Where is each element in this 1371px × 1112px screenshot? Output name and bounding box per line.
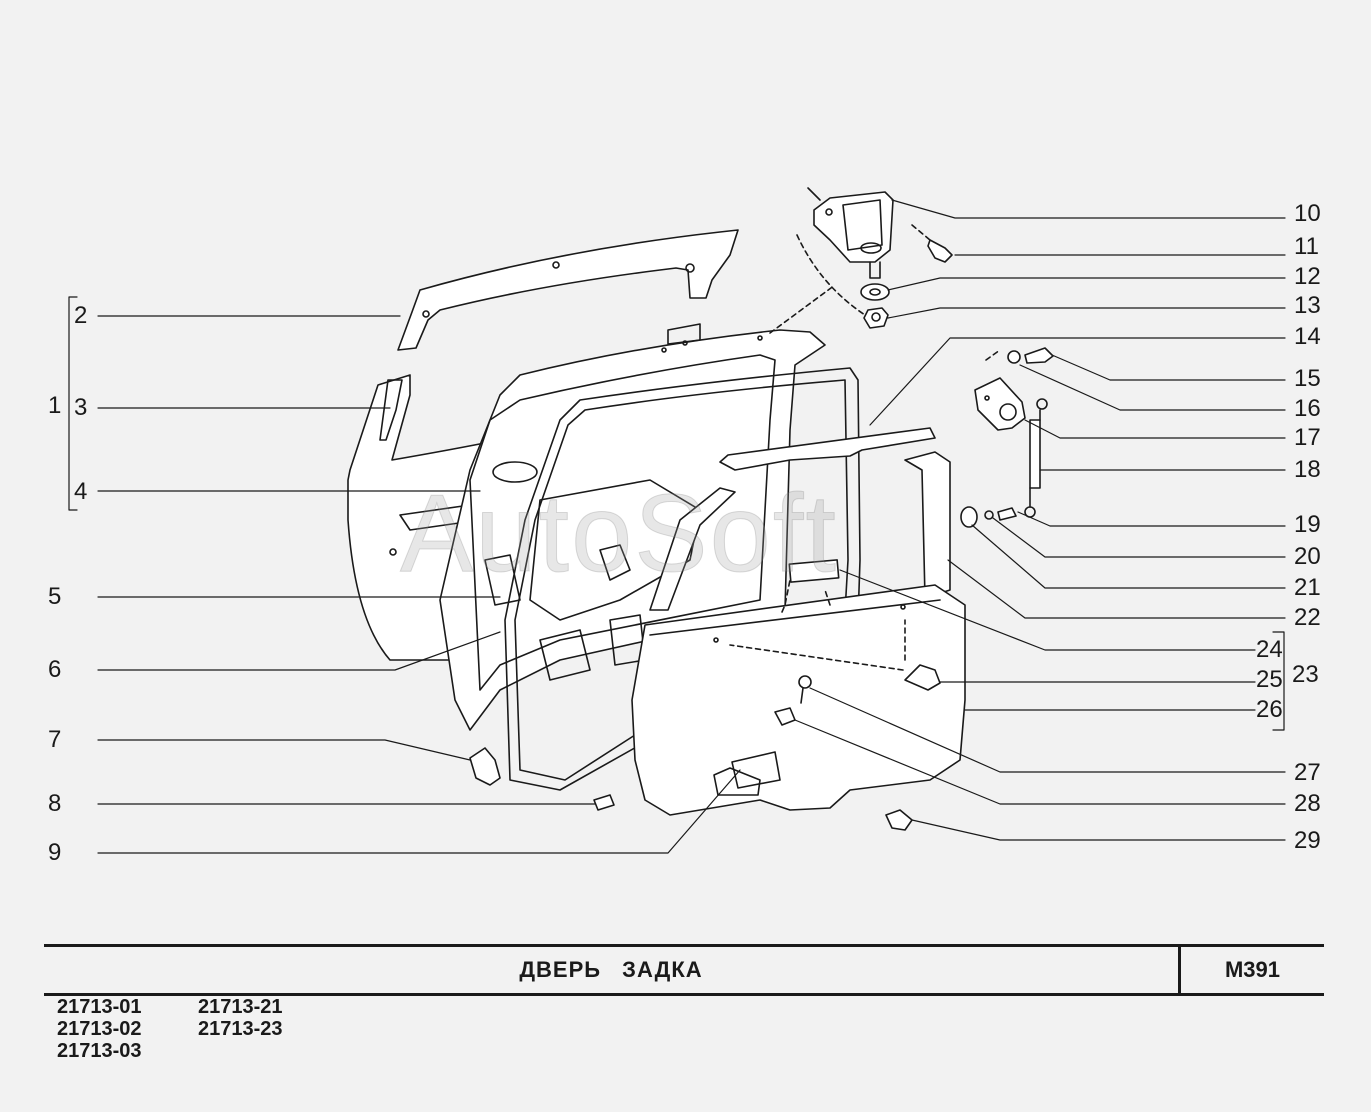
upper-trim-strip-part [719,427,936,471]
callout-14: 14 [1294,323,1321,350]
callout-27: 27 [1294,759,1321,786]
callout-20: 20 [1294,543,1321,570]
buffer-7-part [469,747,501,786]
callout-7: 7 [48,726,62,753]
callout-3: 3 [74,394,88,421]
callout-1: 1 [48,392,62,419]
bolt-15-part [1007,347,1054,364]
callout-5: 5 [48,583,62,610]
model-item: 21713-02 [57,1018,142,1040]
model-item: 21713-03 [57,1040,142,1062]
inner-trim-panel-part [631,559,966,816]
leader-lines-left [68,296,741,854]
leader-lines-right [794,199,1286,841]
bolt-11-part [927,239,953,263]
callout-10: 10 [1294,200,1321,227]
callout-8: 8 [48,790,62,817]
bracket-16-part [974,377,1026,431]
model-list-col1: 21713-01 21713-02 21713-03 [57,996,142,1062]
assembly-arrows [729,224,1001,671]
fasteners-19-21-part [960,506,1017,528]
callout-2: 2 [74,302,88,329]
spoiler-trim-part [397,229,739,351]
callout-29: 29 [1294,827,1321,854]
model-item: 21713-21 [198,996,283,1018]
callout-12: 12 [1294,263,1321,290]
washer-12-part [860,283,890,301]
title-divider [1178,947,1181,993]
watermark: AutoSoft [400,472,838,596]
callout-17: 17 [1294,424,1321,451]
callout-4: 4 [74,478,88,505]
model-list-col2: 21713-21 21713-23 [198,996,283,1040]
handle-part [713,751,781,796]
callout-24: 24 [1256,636,1283,663]
pin-8-part [593,794,615,811]
callout-25: 25 [1256,666,1283,693]
side-trim-part [649,451,951,611]
callout-13: 13 [1294,292,1321,319]
callout-22: 22 [1294,604,1321,631]
diagram-title: ДВЕРЬ ЗАДКА [519,957,703,982]
callout-19: 19 [1294,511,1321,538]
callout-21: 21 [1294,574,1321,601]
model-item: 21713-01 [57,996,142,1018]
callout-16: 16 [1294,395,1321,422]
hinge-part [807,187,894,279]
callout-9: 9 [48,839,62,866]
screw-27-part [798,675,812,704]
exploded-parts-diagram [68,187,1286,854]
nut-13-part [863,307,889,329]
plug-25-part [904,664,941,691]
callout-23: 23 [1292,661,1319,688]
callout-6: 6 [48,656,62,683]
diagram-code: M391 [1224,957,1281,982]
door-frame-part [439,323,826,731]
callout-28: 28 [1294,790,1321,817]
model-item: 21713-23 [198,1018,283,1040]
callout-11: 11 [1294,233,1319,260]
callout-26: 26 [1256,696,1283,723]
callout-15: 15 [1294,365,1321,392]
title-block: ДВЕРЬ ЗАДКА M391 [44,944,1324,996]
clip-29-part [885,809,913,831]
callout-18: 18 [1294,456,1321,483]
gas-strut-18-part [1024,398,1048,518]
